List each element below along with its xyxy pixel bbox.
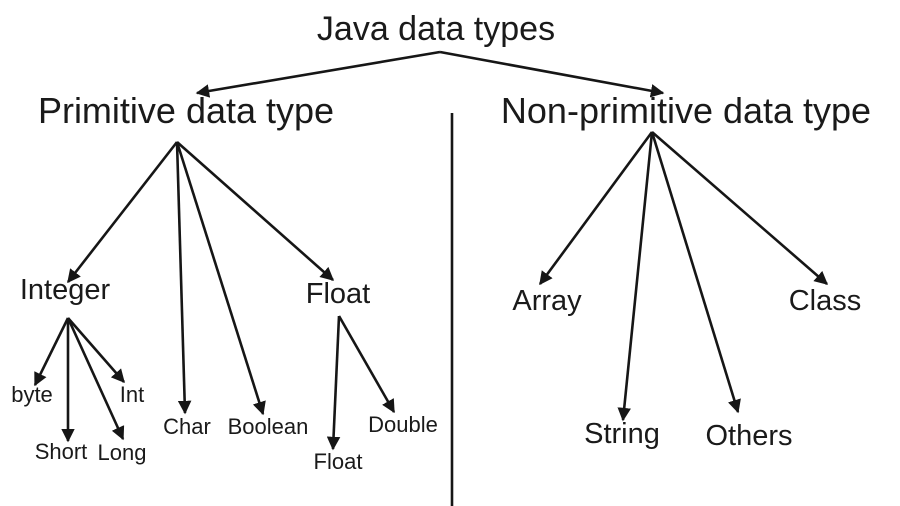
node-array: Array <box>512 285 582 317</box>
edge-non-primitive-others <box>650 131 741 414</box>
edge-primitive-boolean <box>175 141 266 416</box>
node-long: Long <box>97 440 147 465</box>
node-primitive-data-type: Primitive data type <box>37 90 335 131</box>
edge-float-double <box>337 315 396 414</box>
edge-non-primitive-class <box>651 131 829 285</box>
node-byte: byte <box>11 382 53 407</box>
node-class: Class <box>788 285 862 317</box>
edge-float-float <box>326 315 341 451</box>
edge-non-primitive-string <box>617 131 654 422</box>
edge-non-primitive-array <box>538 131 654 286</box>
edge-primitive-float <box>176 141 335 281</box>
node-char: Char <box>163 414 211 439</box>
node-string: String <box>584 418 660 450</box>
node-float-group: Float <box>305 278 371 310</box>
edge-primitive-integer <box>66 141 179 284</box>
node-float-child: Float <box>313 449 363 474</box>
edge-primitive-char <box>175 141 192 415</box>
node-java-data-types: Java data types <box>316 10 556 48</box>
node-others: Others <box>705 420 793 452</box>
edge-integer-byte <box>33 317 70 387</box>
node-non-primitive-data-type: Non-primitive data type <box>500 90 872 131</box>
node-integer: Integer <box>19 274 111 306</box>
edge-java-primitive <box>195 50 441 98</box>
node-int: Int <box>119 382 145 407</box>
edge-java-non-primitive <box>439 50 665 98</box>
edge-integer-long <box>66 317 125 441</box>
edge-integer-int <box>67 317 125 384</box>
node-short: Short <box>34 439 88 464</box>
node-boolean: Boolean <box>227 414 309 439</box>
node-double: Double <box>368 412 438 437</box>
